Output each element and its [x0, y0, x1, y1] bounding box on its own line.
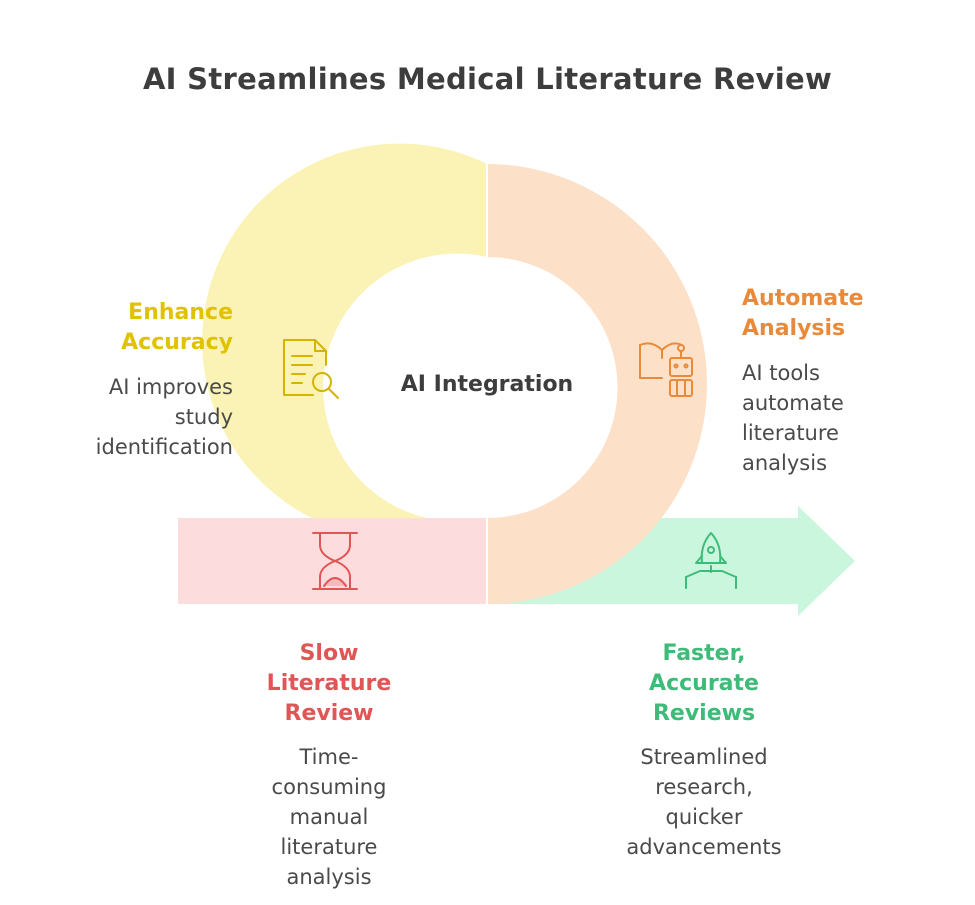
slow-literature-review-description: Time- consuming manual literature analys… — [271, 745, 387, 889]
faster-accurate-reviews-description: Streamlined research, quicker advancemen… — [626, 745, 782, 859]
book-robot-icon — [639, 342, 693, 397]
automate-arc-shape — [487, 164, 707, 604]
faster-accurate-reviews-title: Faster, Accurate Reviews — [649, 641, 759, 726]
rocket-icon — [685, 532, 737, 589]
document-search-icon — [283, 339, 339, 399]
slow-literature-review-title: Slow Literature Review — [266, 641, 392, 726]
enhance-accuracy-title: Enhance Accuracy — [121, 300, 233, 355]
enhance-accuracy-description: AI improves study identification — [95, 375, 233, 459]
center-label: AI Integration — [400, 372, 574, 397]
automate-analysis-description: AI tools automate literature analysis — [742, 361, 844, 475]
automate-analysis-title: Automate Analysis — [742, 286, 864, 341]
diagram-title: AI Streamlines Medical Literature Review — [142, 62, 833, 96]
hourglass-icon — [312, 532, 358, 590]
enhance-arc-shape — [202, 143, 487, 518]
